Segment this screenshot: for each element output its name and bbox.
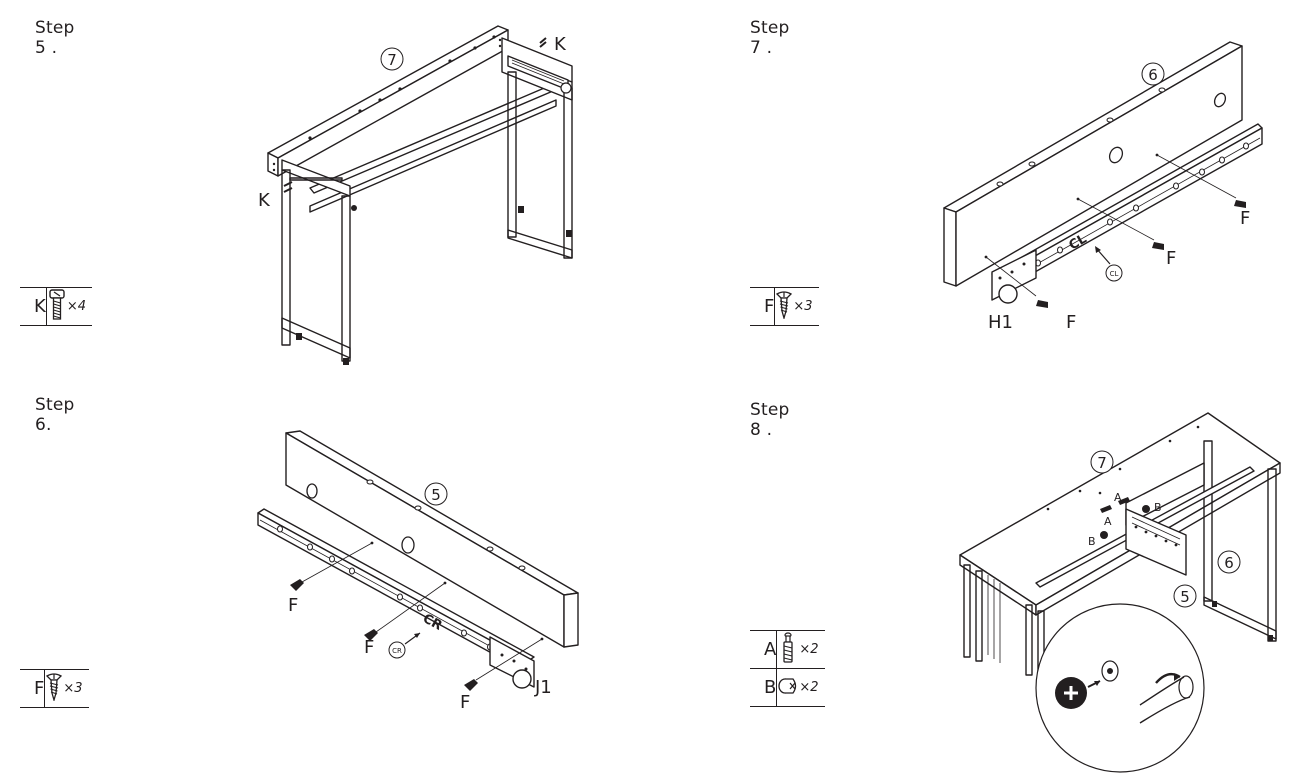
step-5-drawing: 7 K K	[258, 25, 573, 365]
screw-label-f-3: F	[460, 692, 470, 713]
bracket-label: J1	[534, 677, 552, 698]
panel-number: 5	[431, 486, 441, 504]
part-quantity: ×4	[66, 287, 92, 326]
parts-row: B ×2	[750, 668, 825, 707]
step-6-parts-table: F ×3	[20, 669, 89, 708]
hardware-label-a-1: A	[1114, 491, 1122, 504]
part-code: F	[20, 669, 46, 708]
screw-label-f-1: F	[1066, 312, 1076, 333]
parts-row: A ×2	[750, 630, 825, 669]
part-quantity: ×2	[799, 668, 825, 707]
parts-row: F ×3	[750, 287, 819, 326]
panel-number: 7	[387, 51, 397, 69]
step-7-title: Step 7 .	[750, 18, 790, 58]
panel-number-5: 5	[1180, 588, 1190, 606]
step-7-drawing: 6 CL H1 F F F CL	[943, 41, 1263, 333]
screw-label-f-2: F	[1166, 248, 1176, 269]
panel-number: 7	[1097, 454, 1107, 472]
hardware-label-k-top: K	[554, 34, 567, 55]
side-marker: CR	[392, 647, 402, 655]
hardware-label-a-2: A	[1104, 515, 1112, 528]
hardware-label-b-2: B	[1088, 535, 1096, 548]
hardware-label-b-1: B	[1154, 501, 1162, 514]
step-6-title: Step 6.	[35, 395, 75, 435]
hardware-label-k-left: K	[258, 190, 271, 211]
step-8-title: Step 8 .	[750, 400, 790, 440]
screw-icon	[776, 290, 793, 320]
panel-number: 6	[1148, 66, 1158, 84]
detail-callout	[1035, 603, 1205, 773]
side-marker: CL	[1110, 270, 1119, 278]
screw-label-f-1: F	[288, 595, 298, 616]
part-code: A	[750, 630, 778, 669]
step-8-drawing: 7 6 5	[959, 412, 1281, 773]
bracket-label: H1	[988, 312, 1013, 333]
screw-label-f-2: F	[364, 637, 374, 658]
bolt-icon	[49, 288, 65, 320]
parts-row: F ×3	[20, 669, 89, 708]
cam-lock-icon	[778, 677, 797, 694]
part-code: K	[20, 287, 47, 326]
step-8-parts-table: A ×2 B ×2	[750, 630, 825, 707]
step-7-parts-table: F ×3	[750, 287, 819, 326]
step-5-title: Step 5 .	[35, 18, 75, 58]
cam-bolt-icon	[783, 631, 794, 663]
part-quantity: ×3	[63, 669, 89, 708]
screw-label-f-3: F	[1240, 208, 1250, 229]
screw-icon	[46, 672, 63, 702]
step-5-parts-table: K ×4	[20, 287, 92, 326]
panel-number-6: 6	[1224, 554, 1234, 572]
part-quantity: ×2	[799, 630, 825, 669]
parts-row: K ×4	[20, 287, 92, 326]
part-quantity: ×3	[793, 287, 819, 326]
part-code: B	[750, 668, 778, 707]
step-6-drawing: 5 CR J1 F F F CR	[257, 430, 579, 713]
part-code: F	[750, 287, 776, 326]
